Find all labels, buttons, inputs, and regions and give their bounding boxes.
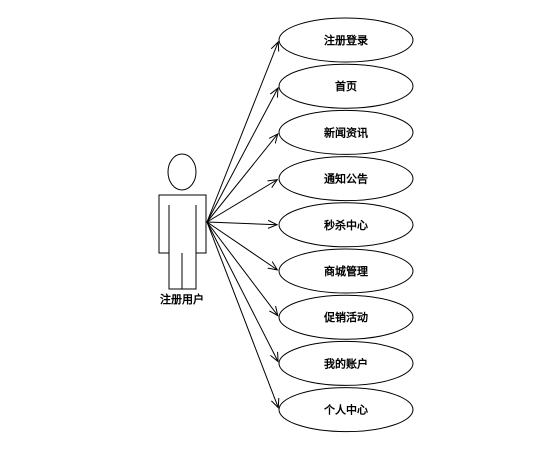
use-case: 首页 (278, 63, 414, 109)
use-case-label: 新闻资讯 (324, 125, 368, 139)
use-case-ellipse (278, 63, 414, 109)
actor-body (158, 194, 207, 290)
association-arrow (206, 221, 278, 316)
actor-label: 注册用户 (160, 292, 204, 306)
use-case-ellipse (278, 340, 414, 386)
actor-head (167, 153, 197, 191)
use-case: 促销活动 (278, 294, 414, 340)
use-case-ellipse (278, 17, 414, 63)
association-arrow (206, 221, 278, 362)
use-case: 商城管理 (278, 248, 414, 294)
association-arrow (206, 221, 278, 408)
use-case-label: 我的账户 (324, 356, 368, 370)
association-arrow (206, 222, 277, 225)
use-case-label: 促销活动 (323, 310, 368, 324)
use-case: 新闻资讯 (278, 109, 414, 155)
associations (206, 42, 278, 408)
use-case: 个人中心 (278, 387, 414, 433)
association-arrow (206, 180, 277, 223)
use-case: 我的账户 (278, 340, 414, 386)
use-case-ellipse (278, 156, 414, 202)
association-arrow (206, 42, 278, 223)
use-case-ellipse (278, 109, 414, 155)
use-case-label: 商城管理 (324, 264, 368, 278)
use-case: 秒杀中心 (278, 202, 414, 248)
association-arrow (206, 221, 277, 270)
use-case-label: 注册登录 (324, 33, 368, 47)
use-case-ellipse (278, 294, 414, 340)
use-case-ellipse (278, 202, 414, 248)
use-case-label: 秒杀中心 (324, 218, 368, 232)
actor: 注册用户 (158, 153, 207, 306)
association-arrow (206, 134, 278, 223)
use-case: 注册登录 (278, 17, 414, 63)
use-case: 通知公告 (278, 156, 414, 202)
use-case-label: 首页 (335, 79, 357, 93)
use-case-label: 通知公告 (324, 172, 368, 186)
use-case-ellipse (278, 387, 414, 433)
use-case-ellipse (278, 248, 414, 294)
association-arrow (206, 88, 278, 223)
use-case-label: 个人中心 (323, 403, 368, 417)
